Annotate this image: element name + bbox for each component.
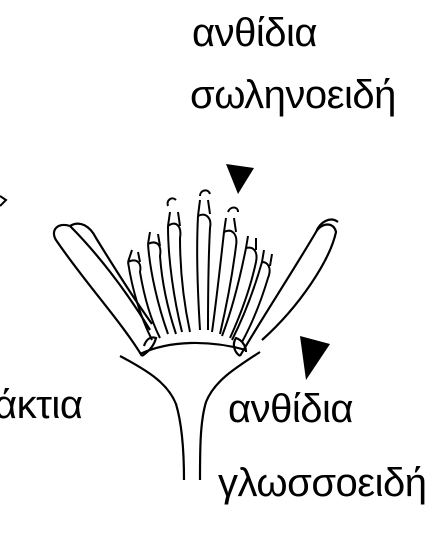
edge-mark <box>0 195 8 207</box>
tubular-florets-label-line2: σωληνοειδή <box>190 73 396 117</box>
ligulate-pointer-arrow <box>300 336 330 380</box>
tubular-florets <box>127 189 273 343</box>
tubular-floret-7 <box>231 249 273 343</box>
tubular-floret-4 <box>196 189 212 331</box>
tubular-floret-6 <box>221 235 258 339</box>
tubular-floret-3 <box>166 197 191 333</box>
tubular-floret-1 <box>127 249 161 341</box>
tubular-floret-2 <box>147 231 177 335</box>
tubular-pointer-arrow <box>226 164 254 194</box>
tubular-florets-label-line1: ανθίδια <box>192 11 318 55</box>
ray-label-fragment: άκτια <box>0 383 83 427</box>
ligulate-florets-label-line1: ανθίδια <box>228 387 354 431</box>
right-ligulate-floret <box>232 218 339 357</box>
ligulate-florets-label-line2: γλωσσοειδή <box>218 461 427 505</box>
tubular-floret-5 <box>211 206 239 335</box>
left-ligulate-floret <box>52 222 158 357</box>
